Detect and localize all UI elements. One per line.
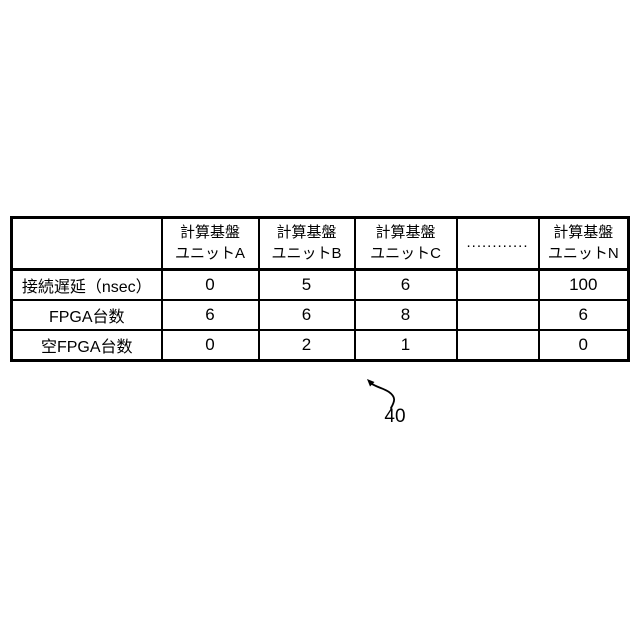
row-label-free-fpga-count: 空FPGA台数 bbox=[10, 329, 163, 362]
cell-free-fpga-unit-n: 0 bbox=[537, 329, 630, 362]
cell-delay-unit-c: 6 bbox=[353, 268, 458, 301]
cell-fpga-unit-n: 6 bbox=[537, 299, 630, 331]
row-label-fpga-count: FPGA台数 bbox=[10, 299, 163, 331]
table-row-fpga-count: FPGA台数 6 6 8 6 bbox=[10, 299, 630, 331]
reference-arrow-icon bbox=[367, 379, 396, 409]
cell-free-fpga-unit-c: 1 bbox=[353, 329, 458, 362]
cell-free-fpga-ellipsis bbox=[455, 329, 540, 362]
column-header-unit-a: 計算基盤 ユニットA bbox=[160, 216, 260, 271]
cell-fpga-unit-a: 6 bbox=[160, 299, 260, 331]
compute-unit-table: 計算基盤 ユニットA 計算基盤 ユニットB 計算基盤 ユニットC .......… bbox=[10, 216, 630, 362]
cell-free-fpga-unit-a: 0 bbox=[160, 329, 260, 362]
column-header-unit-n: 計算基盤 ユニットN bbox=[537, 216, 630, 271]
cell-free-fpga-unit-b: 2 bbox=[257, 329, 356, 362]
cell-fpga-unit-c: 8 bbox=[353, 299, 458, 331]
table-row-free-fpga-count: 空FPGA台数 0 2 1 0 bbox=[10, 329, 630, 362]
reference-number-label: 40 bbox=[384, 406, 406, 427]
corner-cell bbox=[10, 216, 163, 271]
row-label-connection-delay: 接続遅延（nsec） bbox=[10, 268, 163, 301]
column-header-unit-c: 計算基盤 ユニットC bbox=[353, 216, 458, 271]
cell-delay-unit-b: 5 bbox=[257, 268, 356, 301]
column-header-unit-b: 計算基盤 ユニットB bbox=[257, 216, 356, 271]
column-header-ellipsis: ............ bbox=[455, 216, 540, 271]
cell-delay-unit-a: 0 bbox=[160, 268, 260, 301]
table-row-connection-delay: 接続遅延（nsec） 0 5 6 100 bbox=[10, 268, 630, 301]
cell-delay-ellipsis bbox=[455, 268, 540, 301]
cell-delay-unit-n: 100 bbox=[537, 268, 630, 301]
table-header-row: 計算基盤 ユニットA 計算基盤 ユニットB 計算基盤 ユニットC .......… bbox=[10, 216, 630, 271]
cell-fpga-unit-b: 6 bbox=[257, 299, 356, 331]
cell-fpga-ellipsis bbox=[455, 299, 540, 331]
